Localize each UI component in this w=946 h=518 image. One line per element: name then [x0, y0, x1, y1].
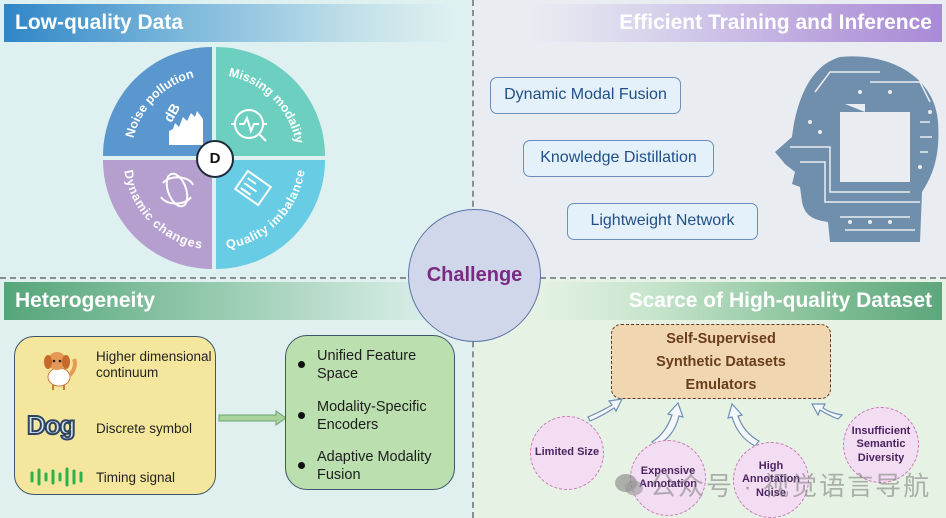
solution-label: Unified Feature Space	[317, 348, 417, 382]
method-box: Knowledge Distillation	[523, 140, 714, 177]
modality-label: Higher dimensional continuum	[96, 349, 212, 380]
solution-item: Unified Feature Space	[286, 348, 456, 388]
modality-label: Discrete symbol	[96, 421, 193, 436]
cause-bubble: Limited Size	[530, 416, 604, 490]
synthetic-solution-box: Self-Supervised Synthetic Datasets Emula…	[611, 324, 831, 399]
method-box: Lightweight Network	[567, 203, 758, 240]
solution-line: Synthetic Datasets	[656, 354, 786, 370]
dog-image-icon	[44, 352, 77, 390]
low-quality-data-title: Low-quality Data	[4, 4, 454, 42]
modality-row: Dog Discrete symbol	[15, 405, 217, 445]
solution-item: Modality-Specific Encoders	[286, 399, 456, 439]
cause-bubble: Expensive Annotation	[630, 440, 706, 516]
modality-row: Timing signal	[15, 455, 217, 495]
right-arrow-icon	[218, 410, 287, 426]
cause-bubble: High Annotation Noise	[733, 442, 809, 518]
method-box: Dynamic Modal Fusion	[490, 77, 681, 114]
bullet-icon	[298, 361, 305, 368]
low-quality-pie: Noise pollution Missing modality Dynamic…	[103, 47, 325, 269]
curved-arrows	[587, 398, 844, 447]
pie-segment-missing-modality	[216, 47, 325, 156]
heterogeneity-title: Heterogeneity	[4, 282, 454, 320]
solution-line: Self-Supervised	[666, 331, 776, 347]
curved-arrow-icon	[727, 402, 760, 447]
pie-segment-dynamic-changes	[103, 160, 212, 269]
cause-bubble: Insufficient Semantic Diversity	[843, 407, 919, 483]
rotate-arrows-icon	[160, 172, 194, 208]
solution-item: Adaptive Modality Fusion	[286, 449, 456, 489]
curved-arrow-icon	[587, 398, 624, 422]
challenge-center-node: Challenge	[408, 209, 541, 342]
efficient-training-title: Efficient Training and Inference	[532, 4, 942, 42]
circuit-head-icon	[775, 56, 939, 243]
center-badge: D	[196, 140, 234, 178]
solution-label: Adaptive Modality Fusion	[317, 449, 432, 483]
bullet-icon	[298, 462, 305, 469]
checklist-clipboard-icon	[233, 169, 273, 207]
dog-word-icon: Dog	[26, 409, 77, 441]
solution-line: Emulators	[685, 377, 757, 393]
wechat-icon	[615, 473, 643, 495]
scarce-dataset-title: Scarce of High-quality Dataset	[532, 282, 942, 320]
bullet-icon	[298, 412, 305, 419]
curved-arrow-icon	[810, 403, 844, 420]
waveform-icon	[30, 467, 83, 487]
modality-label: Timing signal	[96, 470, 176, 485]
solutions-box: Unified Feature Space Modality-Specific …	[285, 335, 455, 490]
signal-magnifier-icon	[231, 109, 267, 142]
pie-segment-quality-imbalance	[216, 160, 325, 269]
watermark-text: 公众号 · 视觉语言导航	[650, 471, 932, 501]
watermark: 公众号 · 视觉语言导航	[614, 466, 931, 503]
modality-row: Higher dimensional continuum	[15, 345, 217, 390]
modalities-box: Higher dimensional continuum Dog Discret…	[14, 336, 216, 495]
solution-label: Modality-Specific Encoders	[317, 399, 427, 433]
